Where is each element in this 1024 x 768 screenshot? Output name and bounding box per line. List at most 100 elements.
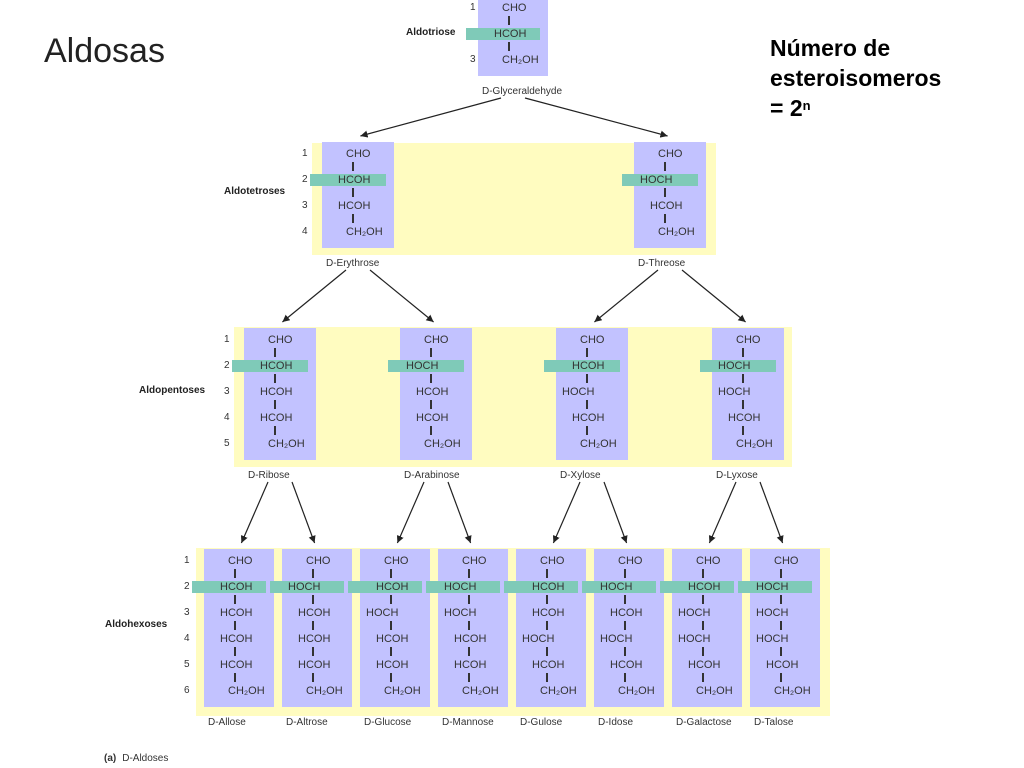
carbon-bond (702, 621, 704, 630)
carbon-bond (586, 426, 588, 435)
carbon-bond (274, 374, 276, 383)
chiral-carbon-group: HOCH (444, 607, 477, 619)
derivation-arrow (369, 269, 434, 323)
fischer-projection-column (244, 328, 316, 460)
chiral-carbon-group: HOCH (562, 386, 595, 398)
carbon-bond (742, 348, 744, 357)
hydroxymethyl-group: CH₂OH (462, 685, 499, 697)
sugar-name: D-Erythrose (326, 258, 380, 269)
c2-highlight (466, 28, 540, 40)
derivation-arrow (681, 269, 746, 323)
chiral-carbon-group: HOCH (406, 360, 439, 372)
carbon-number: 2 (224, 360, 230, 371)
derivation-arrow (603, 481, 628, 544)
chiral-carbon-group: HCOH (610, 607, 643, 619)
derivation-arrow (240, 481, 269, 544)
chiral-carbon-group: HCOH (298, 633, 331, 645)
carbon-bond (352, 188, 354, 197)
carbon-bond (274, 426, 276, 435)
carbon-bond (468, 673, 470, 682)
fischer-projection-column (750, 549, 820, 707)
chiral-carbon-group: HCOH (610, 659, 643, 671)
aldehyde-group: CHO (384, 555, 409, 567)
carbon-bond (624, 621, 626, 630)
carbon-bond (508, 42, 510, 51)
carbon-bond (702, 569, 704, 578)
fischer-projection-column (360, 549, 430, 707)
fischer-projection-column (712, 328, 784, 460)
carbon-number: 5 (184, 659, 190, 670)
aldehyde-group: CHO (696, 555, 721, 567)
carbon-bond (586, 400, 588, 409)
carbon-bond (546, 673, 548, 682)
chiral-carbon-group: HOCH (718, 360, 751, 372)
aldehyde-group: CHO (424, 334, 449, 346)
fischer-projection-column (634, 142, 706, 248)
carbon-bond (352, 214, 354, 223)
sugar-name: D-Galactose (676, 717, 732, 728)
carbon-bond (780, 621, 782, 630)
figure-caption: (a) D-Aldoses (104, 753, 168, 764)
aldehyde-group: CHO (462, 555, 487, 567)
hydroxymethyl-group: CH₂OH (384, 685, 421, 697)
carbon-bond (430, 374, 432, 383)
carbon-number: 1 (184, 555, 190, 566)
carbon-bond (664, 214, 666, 223)
aldehyde-group: CHO (540, 555, 565, 567)
chiral-carbon-group: HOCH (756, 607, 789, 619)
hydroxymethyl-group: CH₂OH (540, 685, 577, 697)
chiral-carbon-group: HCOH (338, 174, 371, 186)
carbon-number: 2 (184, 581, 190, 592)
hydroxymethyl-group: CH₂OH (306, 685, 343, 697)
carbon-number: 2 (302, 174, 308, 185)
chiral-carbon-group: HCOH (416, 386, 449, 398)
carbon-bond (312, 673, 314, 682)
sugar-name: D-Threose (638, 258, 686, 269)
c2-highlight (426, 581, 500, 593)
chiral-carbon-group: HCOH (298, 659, 331, 671)
caption-part: (a) (104, 753, 117, 764)
aldehyde-group: CHO (736, 334, 761, 346)
fischer-projection-column (438, 549, 508, 707)
carbon-number: 4 (302, 226, 308, 237)
hydroxymethyl-group: CH₂OH (618, 685, 655, 697)
carbon-number: 1 (470, 2, 476, 13)
carbon-bond (390, 647, 392, 656)
note-line-2: esteroisomeros (770, 65, 942, 91)
hydroxymethyl-group: CH₂OH (658, 226, 695, 238)
carbon-bond (234, 647, 236, 656)
derivation-arrow (552, 481, 581, 544)
c2-highlight (504, 581, 578, 593)
carbon-bond (586, 374, 588, 383)
carbon-number: 6 (184, 685, 190, 696)
c2-highlight (700, 360, 776, 372)
sugar-name: D-Talose (754, 717, 794, 728)
chiral-carbon-group: HCOH (532, 607, 565, 619)
chiral-carbon-group: HCOH (376, 659, 409, 671)
c2-highlight (232, 360, 308, 372)
carbon-number: 3 (470, 54, 476, 65)
carbon-bond (546, 647, 548, 656)
sugar-name: D-Altrose (286, 717, 328, 728)
tier-label: Aldotriose (406, 27, 456, 38)
chiral-carbon-group: HCOH (688, 659, 721, 671)
carbon-bond (390, 595, 392, 604)
chiral-carbon-group: HCOH (338, 200, 371, 212)
sugar-name: D-Ribose (248, 470, 290, 481)
carbon-bond (664, 188, 666, 197)
hydroxymethyl-group: CH₂OH (346, 226, 383, 238)
sugar-name: D-Gulose (520, 717, 563, 728)
hydroxymethyl-group: CH₂OH (268, 438, 305, 450)
slide-title: Aldosas (44, 32, 165, 70)
fischer-projection-column (672, 549, 742, 707)
sugar-name: D-Glucose (364, 717, 412, 728)
carbon-bond (546, 569, 548, 578)
aldehyde-group: CHO (502, 2, 527, 14)
chiral-carbon-group: HCOH (532, 659, 565, 671)
sugar-name: D-Lyxose (716, 470, 758, 481)
carbon-bond (624, 647, 626, 656)
caption-text: D-Aldoses (122, 753, 169, 764)
chiral-carbon-group: HCOH (220, 633, 253, 645)
derivation-arrow (759, 481, 784, 544)
chiral-carbon-group: HCOH (572, 360, 605, 372)
